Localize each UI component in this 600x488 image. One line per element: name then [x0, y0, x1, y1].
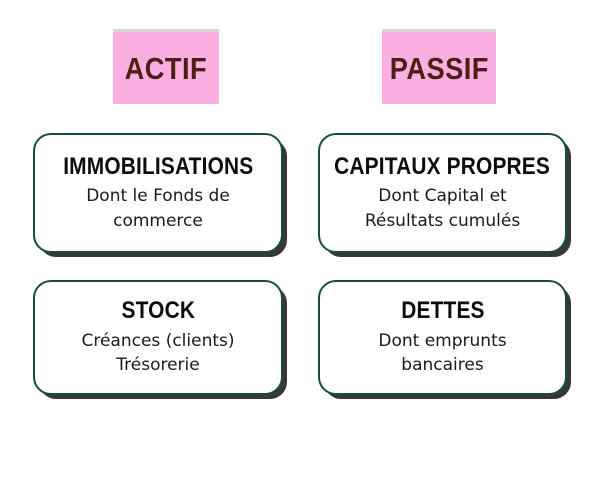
card-capitaux-propres-body: Dont Capital et Résultats cumulés [364, 186, 521, 231]
column-header-actif-label: ACTIF [124, 50, 208, 86]
card-stock-title: STOCK [121, 297, 195, 325]
card-immobilisations: IMMOBILISATIONS Dont le Fonds de commerc… [33, 133, 283, 253]
card-stock-body: Créances (clients) Trésorerie [81, 330, 235, 376]
card-dettes: DETTES Dont emprunts bancaires [318, 280, 567, 395]
column-header-passif: PASSIF [382, 32, 496, 104]
card-dettes-title: DETTES [400, 297, 485, 325]
card-stock: STOCK Créances (clients) Trésorerie [33, 280, 283, 395]
card-immobilisations-title: IMMOBILISATIONS [62, 152, 254, 180]
card-capitaux-propres: CAPITAUX PROPRES Dont Capital et Résulta… [318, 133, 567, 253]
card-dettes-body: Dont emprunts bancaires [378, 330, 507, 376]
column-header-actif: ACTIF [113, 32, 219, 104]
column-header-passif-label: PASSIF [389, 50, 489, 86]
card-capitaux-propres-title: CAPITAUX PROPRES [334, 152, 551, 180]
card-immobilisations-body: Dont le Fonds de commerce [86, 186, 230, 231]
